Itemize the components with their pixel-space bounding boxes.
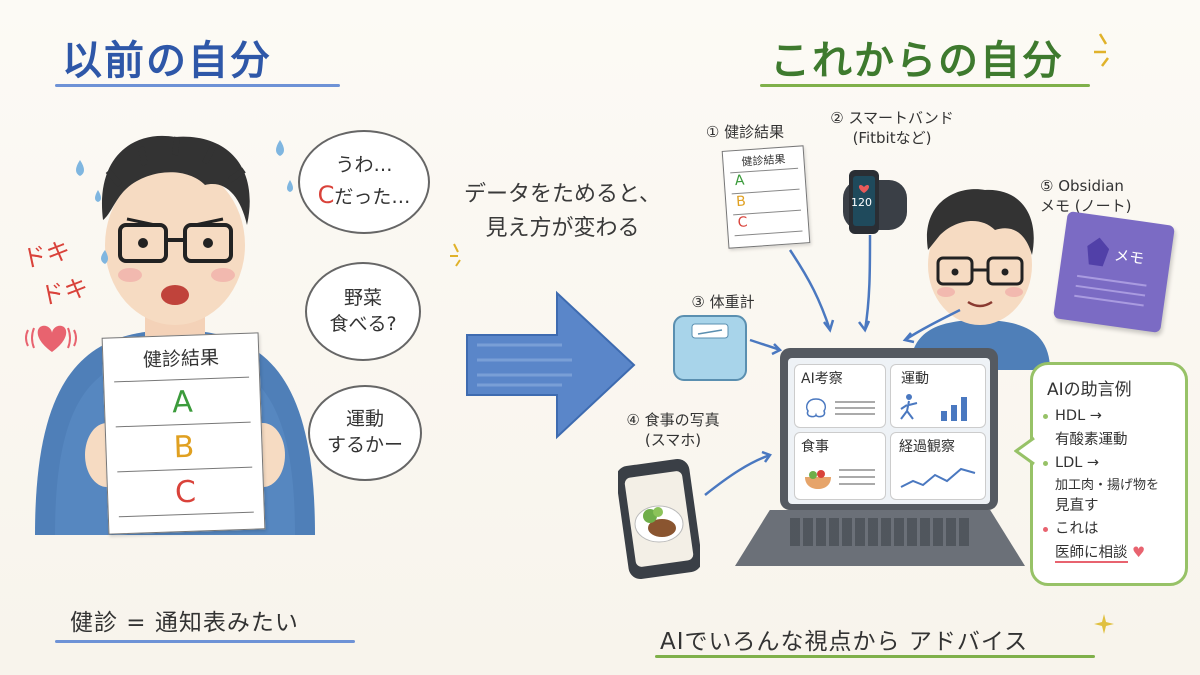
advice-item-doctor-detail: 医師に相談 ♥ <box>1055 544 1146 563</box>
tile-meal: 食事 <box>794 432 886 500</box>
advice-box-tail <box>1014 436 1035 466</box>
bubble1-line2: Cだった… <box>318 179 411 211</box>
grade-row: B <box>115 421 253 472</box>
smartphone-food-icon <box>618 458 700 580</box>
heart-icon: ♥ <box>1132 544 1146 561</box>
sweat-drops-icon <box>76 140 293 202</box>
heart-icon <box>25 325 77 352</box>
tile-progress: 経過観察 <box>890 432 986 500</box>
sparkle-icon <box>1094 614 1114 634</box>
brain-icon <box>805 398 827 418</box>
tile-meal-title: 食事 <box>801 439 829 455</box>
bubble2-line2: 食べる? <box>329 312 397 335</box>
scale-icon <box>673 315 747 381</box>
left-caption: 健診 = 通知表みたい <box>70 610 299 636</box>
item4-sub: (スマホ) <box>644 431 702 450</box>
sparkle-icon <box>1094 33 1109 67</box>
advice-item-ldl: LDL → <box>1043 453 1175 474</box>
grade-b: B <box>173 429 195 465</box>
bubble3-line2: するかー <box>326 434 403 456</box>
item4-title: ④ 食事の写真 <box>626 411 720 429</box>
runner-bars-icon <box>900 394 967 421</box>
right-title: これからの自分 <box>770 38 1064 84</box>
smart-band-icon <box>843 170 907 234</box>
tile-progress-title: 経過観察 <box>899 439 955 455</box>
center-line2: 見え方が変わる <box>485 216 640 242</box>
item2-sub: (Fitbitなど) <box>852 129 932 148</box>
advice-item-hdl-detail: 有酸素運動 <box>1055 432 1128 449</box>
advice-item-ldl-detail: 加工肉・揚げ物を <box>1055 478 1160 494</box>
center-message: データをためると、 見え方が変わる <box>455 178 670 246</box>
item1-label: ① 健診結果 <box>705 123 785 141</box>
notebook-lines <box>1076 274 1147 287</box>
tile-meal-lines <box>839 469 875 471</box>
center-line1: データをためると、 <box>463 182 662 207</box>
left-caption-underline <box>55 640 355 643</box>
laptop-screen: AI考察 運動 食事 経過観察 <box>788 358 990 504</box>
advice-title: AIの助言例 <box>1047 380 1132 400</box>
item3-label: ③ 体重計 <box>691 293 755 311</box>
advice-item-doctor: これは <box>1043 519 1175 540</box>
bubble1-rest: だった… <box>334 185 411 208</box>
left-title-underline <box>55 84 340 87</box>
advice-item-hdl: HDL → <box>1043 406 1175 427</box>
item2-title: ② スマートバンド <box>830 109 954 127</box>
salad-bowl-icon <box>805 470 831 489</box>
tile-exercise-title: 運動 <box>901 371 929 387</box>
keyboard-keys <box>790 518 970 546</box>
laptop-keyboard <box>735 510 1025 566</box>
thought-bubble-2: 野菜 食べる? <box>305 262 421 361</box>
grade-c: C <box>174 474 197 510</box>
grade-a: A <box>171 384 194 420</box>
health-check-sheet: 健診結果 A B C <box>101 332 266 535</box>
bubble2-line1: 野菜 <box>343 286 382 309</box>
obsidian-logo-icon <box>1087 237 1110 267</box>
thought-bubble-3: 運動 するかー <box>308 385 422 481</box>
bubble3-line1: 運動 <box>345 408 384 431</box>
item5-title: ⑤ Obsidian <box>1040 177 1124 195</box>
obsidian-notebook: メモ <box>1053 211 1175 333</box>
right-caption: AIでいろんな視点から アドバイス <box>660 629 1029 655</box>
grade-row: C <box>117 466 254 518</box>
notebook-cover-label: メモ <box>1113 245 1146 268</box>
grade-row: A <box>114 376 251 427</box>
tile-ai-title: AI考察 <box>801 371 843 387</box>
happy-person-illustration <box>910 189 1050 370</box>
big-arrow-icon <box>466 290 636 440</box>
left-title: 以前の自分 <box>62 38 272 84</box>
right-title-underline <box>760 84 1090 87</box>
item5-label: ⑤ Obsidian メモ (ノート) <box>1040 176 1170 217</box>
tile-ai: AI考察 <box>794 364 886 428</box>
thought-bubble-1: うわ… Cだった… <box>298 130 430 234</box>
bubble1-line1: うわ… <box>335 153 393 176</box>
flow-arrows <box>704 234 961 496</box>
trend-line-icon <box>900 467 976 488</box>
sheet-title: 健診結果 <box>142 346 220 372</box>
laptop: AI考察 運動 食事 経過観察 <box>780 348 998 510</box>
band-screen-value: 120 <box>851 196 872 209</box>
right-caption-underline <box>655 655 1095 658</box>
ai-advice-box: AIの助言例 HDL → 有酸素運動 LDL → 加工肉・揚げ物を 見直す これ… <box>1030 362 1188 586</box>
item4-label: ④ 食事の写真 (スマホ) <box>618 410 728 451</box>
item5-sub: メモ (ノート) <box>1040 197 1132 216</box>
sparkle-icon <box>450 243 461 267</box>
tile-ai-lines <box>835 401 875 403</box>
bubble1-grade: C <box>317 180 335 209</box>
item2-label: ② スマートバンド (Fitbitなど) <box>822 108 962 149</box>
tile-exercise: 運動 <box>890 364 986 428</box>
advice-item-ldl-detail-2: 見直す <box>1055 497 1099 514</box>
